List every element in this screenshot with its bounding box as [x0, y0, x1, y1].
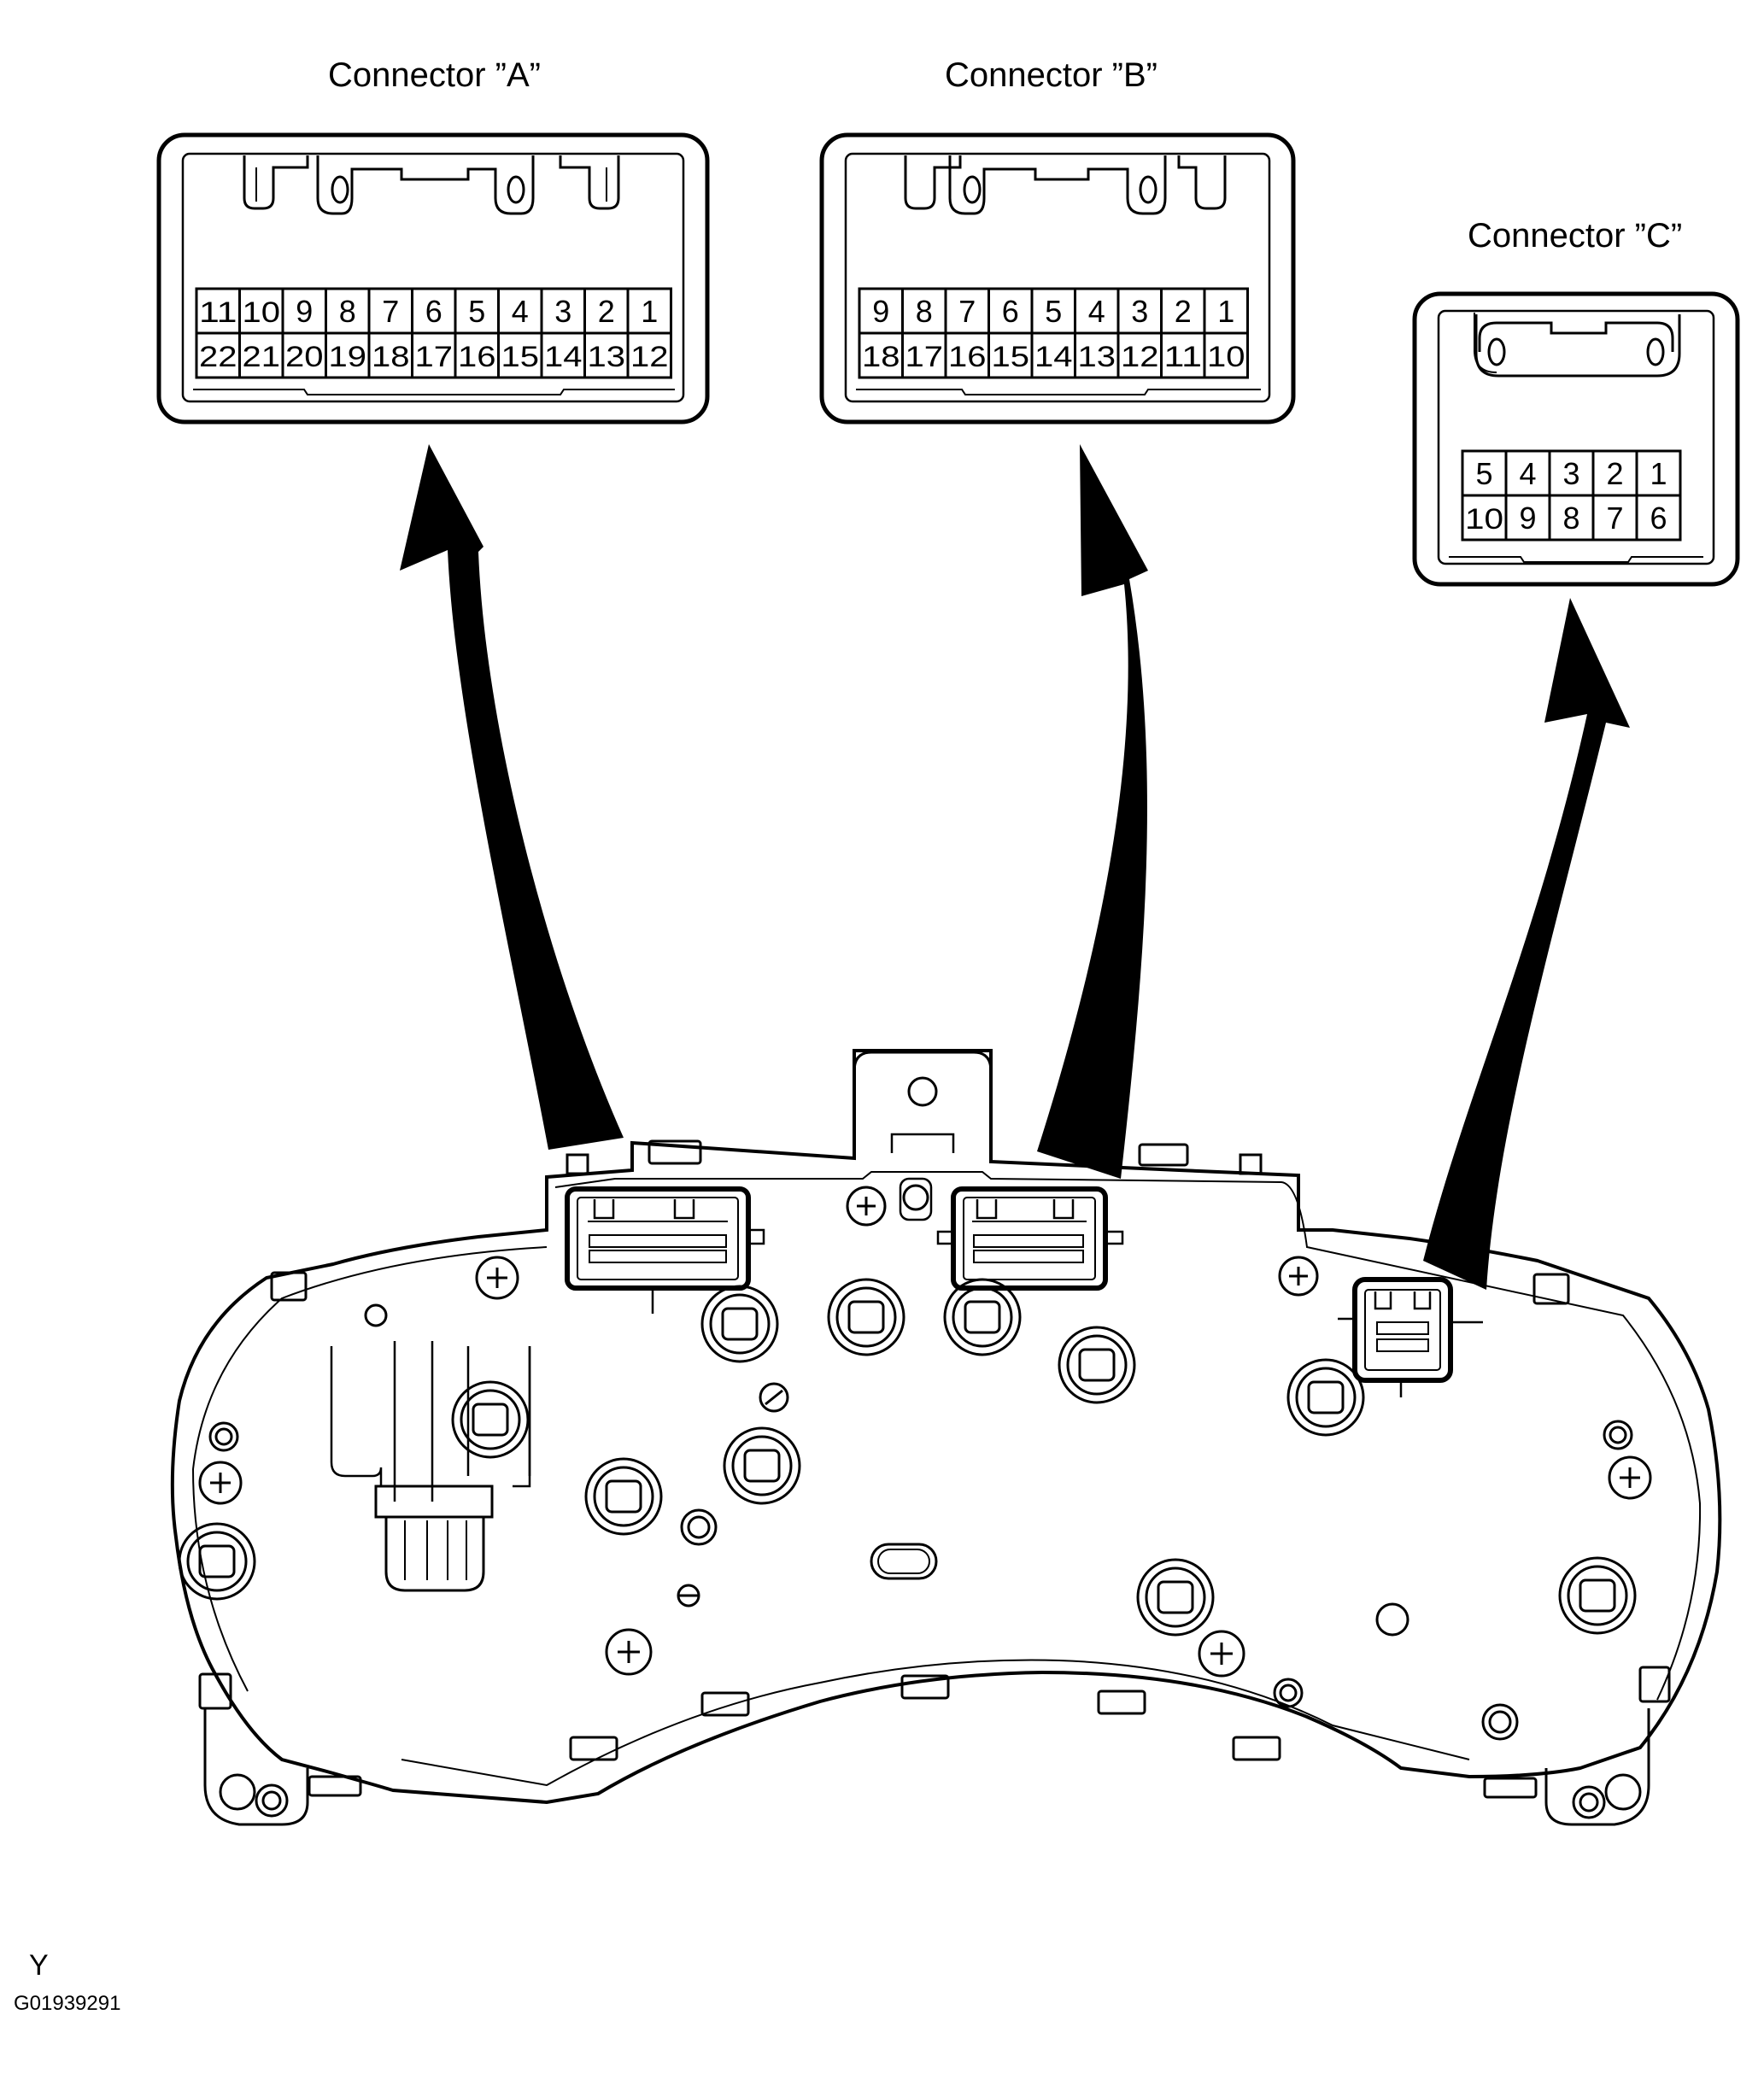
- connector-b-pin-number: 11: [1164, 341, 1203, 373]
- connector-a-pin-number: 9: [296, 294, 313, 329]
- connector-b-pin-cell: [1203, 331, 1249, 379]
- footer-letter: Y: [29, 1949, 49, 1982]
- connector-c-pin-number: 1: [1650, 456, 1667, 491]
- connector-a-pin-number: 19: [329, 341, 367, 373]
- connector-a-pin-number: 6: [425, 294, 442, 329]
- connector-b-pin-number: 3: [1131, 294, 1148, 329]
- connector-a-pin-cell: [626, 331, 672, 379]
- connector-c-pin-number: 6: [1650, 501, 1667, 536]
- connector-b-pin-number: 9: [872, 294, 889, 329]
- connector-a-pin-number: 15: [501, 341, 540, 373]
- connector-a-pin-number: 2: [598, 294, 615, 329]
- connector-b-pin-number: 13: [1078, 341, 1116, 373]
- connector-a-pin-number: 10: [243, 296, 281, 329]
- arrow-to-connector-c: [1423, 598, 1630, 1290]
- connector-b-label: Connector ”B”: [945, 56, 1157, 94]
- connector-a-pin-number: 7: [382, 294, 399, 329]
- connector-a-pin-number: 20: [285, 341, 324, 373]
- connector-c-pin-cell: [1635, 494, 1682, 542]
- connector-a-pin-number: 13: [588, 341, 626, 373]
- connector-c-pin-number: 10: [1465, 503, 1503, 536]
- connector-a-pin-number: 22: [199, 341, 237, 373]
- arrow-to-connector-a: [400, 444, 624, 1150]
- connector-a-pin-number: 3: [554, 294, 571, 329]
- connector-a-pin-number: 14: [544, 341, 583, 373]
- connector-b-pin-number: 12: [1121, 341, 1159, 373]
- connector-c-pin-number: 3: [1562, 456, 1579, 491]
- combination-meter-rear-view: [170, 1049, 1722, 1826]
- connector-b-pin-number: 8: [916, 294, 933, 329]
- connector-b-pin-number: 2: [1175, 294, 1192, 329]
- connector-a-pin-number: 21: [243, 341, 281, 373]
- arrow-to-connector-b: [1037, 444, 1148, 1179]
- connector-b-pin-number: 18: [862, 341, 900, 373]
- connector-b-pin-number: 6: [1002, 294, 1019, 329]
- connector-c-pin-number: 9: [1519, 501, 1536, 536]
- connector-c-pin-number: 2: [1606, 456, 1623, 491]
- bulb-sockets: [178, 1278, 1637, 1637]
- connector-c-pin-number: 4: [1519, 456, 1536, 491]
- connector-a-pin-number: 17: [415, 341, 454, 373]
- connector-b-pin-number: 4: [1088, 294, 1105, 329]
- connector-a-pin-number: 8: [339, 294, 356, 329]
- connector-a-pin-number: 5: [468, 294, 485, 329]
- connector-c-label: Connector ”C”: [1468, 217, 1683, 255]
- connector-c-pin-number: 7: [1606, 501, 1623, 536]
- connector-a-pin-number: 16: [458, 341, 496, 373]
- connector-b-pin-number: 7: [958, 294, 976, 329]
- connector-b-pin-number: 15: [992, 341, 1030, 373]
- connector-b-pin-number: 17: [905, 341, 944, 373]
- connector-b-pin-number: 16: [948, 341, 987, 373]
- connector-b-pin-number: 10: [1207, 341, 1245, 373]
- connector-a-pin-number: 18: [372, 341, 410, 373]
- connector-b-pin-number: 5: [1045, 294, 1062, 329]
- connector-c-pin-number: 5: [1475, 456, 1492, 491]
- connector-a-pin-number: 4: [512, 294, 529, 329]
- figure-id: G01939291: [14, 1992, 121, 2015]
- connector-a-pin-number: 12: [630, 341, 669, 373]
- connector-b-pin-number: 1: [1217, 294, 1234, 329]
- connector-c-pin-number: 8: [1562, 501, 1579, 536]
- screw-bosses: [198, 1186, 1652, 1678]
- connector-a-label: Connector ”A”: [328, 56, 541, 94]
- connector-a-pin-number: 11: [199, 296, 237, 329]
- connector-a-pin-number: 1: [641, 294, 658, 329]
- connector-b-pin-number: 14: [1034, 341, 1073, 373]
